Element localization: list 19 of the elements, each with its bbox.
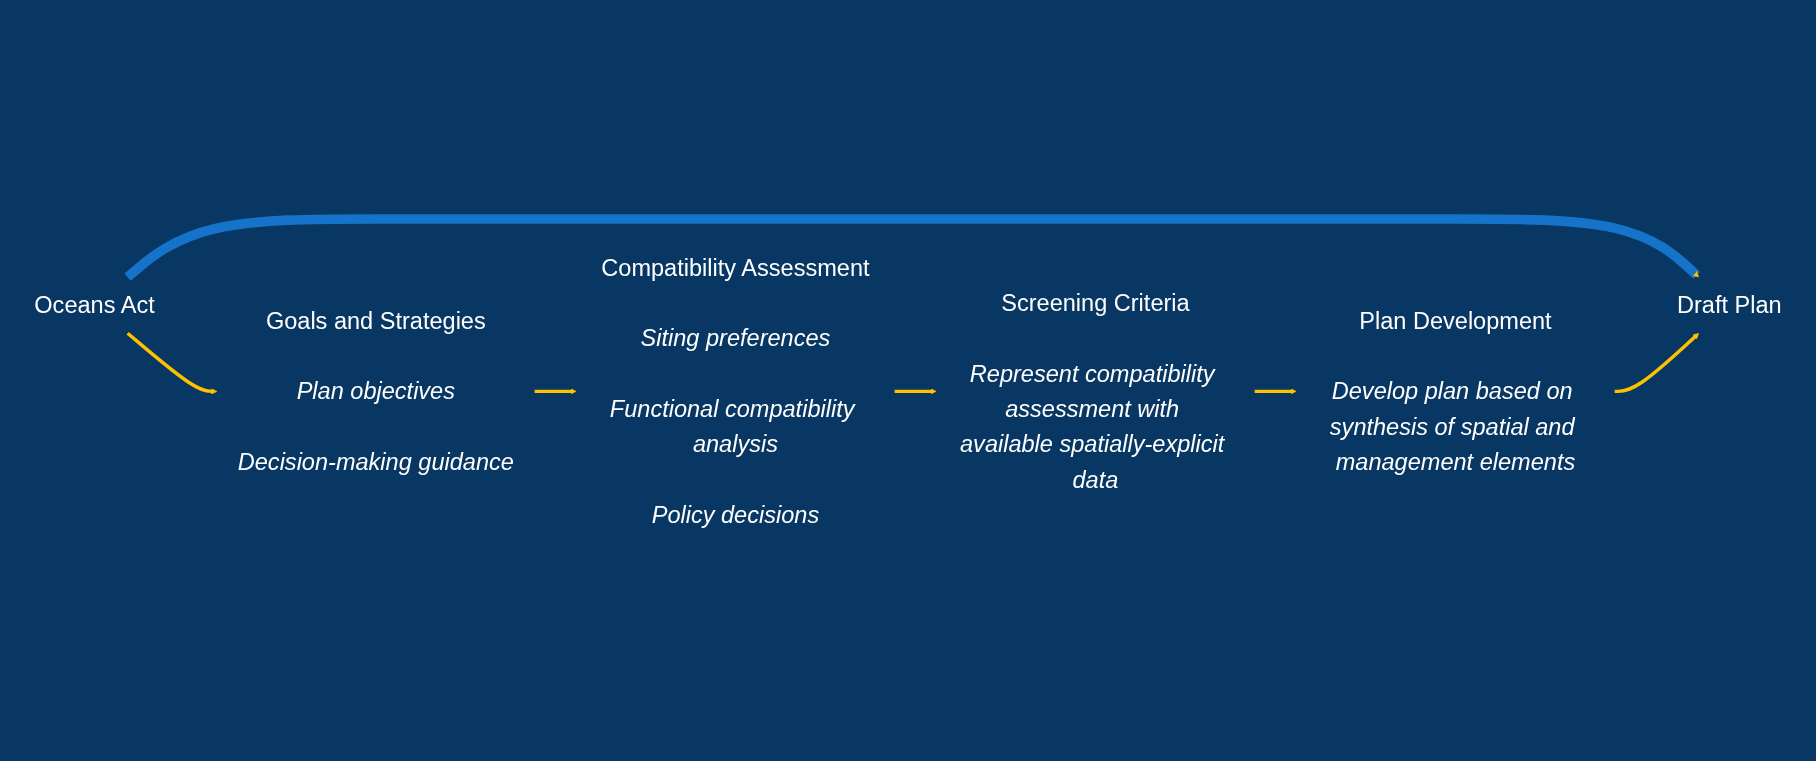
node-text: Oceans Act — [34, 291, 155, 318]
node-text: Plan Development — [1359, 306, 1552, 334]
node-label: Represent compatibility assessment with available spatially-explicit data — [960, 359, 1225, 492]
node-label: Policy decisions — [651, 500, 820, 528]
arrow — [534, 387, 577, 394]
arrow — [1614, 332, 1700, 393]
node-label: Decision-making guidance — [237, 448, 514, 475]
arrow — [124, 213, 1701, 281]
arrow — [126, 331, 218, 394]
node-text: Screening Criteria — [1001, 289, 1190, 316]
node-label: Siting preferences — [640, 324, 831, 351]
node-text: Compatibility Assessment — [601, 253, 870, 281]
node-label: Develop plan based on synthesis of spatial and management elements — [1329, 377, 1576, 475]
node-label: Plan objectives — [296, 377, 455, 404]
node-text: Goals and Strategies — [265, 306, 486, 334]
arrow — [894, 387, 937, 394]
node-label: Functional compatibility analysis — [609, 395, 855, 457]
arrow — [1254, 387, 1297, 394]
node-text: Draft Plan — [1677, 291, 1782, 318]
